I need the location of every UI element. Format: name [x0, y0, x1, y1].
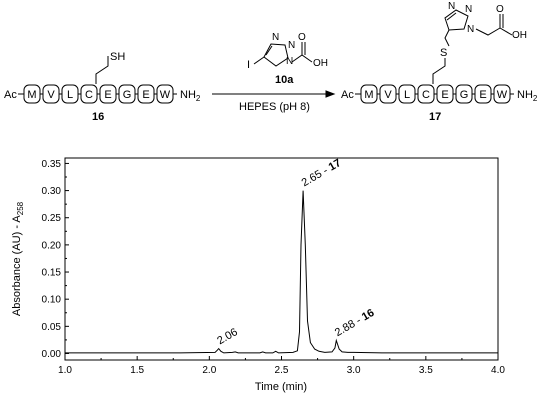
x-tick-label: 3.5 — [419, 365, 433, 376]
reaction-conditions: HEPES (pH 8) — [239, 101, 310, 113]
residue-label: M — [27, 89, 36, 101]
residue-label: E — [479, 89, 486, 101]
residue-label: W — [160, 89, 171, 101]
y-tick-label: 0.00 — [42, 349, 62, 360]
product-hydroxyl: OH — [512, 30, 527, 41]
iodo-label: I — [247, 59, 250, 71]
residue-label: C — [422, 89, 430, 101]
y-tick-label: 0.10 — [42, 295, 62, 306]
residue-label: W — [497, 89, 508, 101]
thiol-label: SH — [110, 51, 125, 63]
amide-label: NH2 — [517, 89, 538, 103]
y-tick-label: 0.35 — [42, 159, 62, 170]
residue-label: G — [123, 89, 132, 101]
plot-frame — [64, 157, 499, 361]
residue-label: E — [104, 89, 111, 101]
y-tick-label: 0.20 — [42, 240, 62, 251]
residue-label: V — [47, 89, 55, 101]
acetyl-label: Ac — [341, 89, 354, 101]
amide-label: NH2 — [180, 89, 201, 103]
peak-labels: 2.06 2.65 - 17 2.88 - 16 — [215, 157, 376, 347]
x-tick-label: 1.5 — [130, 365, 144, 376]
x-tick-label: 1.0 — [58, 365, 72, 376]
triazole-n-2: N — [465, 4, 472, 15]
thioether-label: S — [440, 47, 447, 59]
compound-17-label: 17 — [429, 111, 441, 123]
x-tick-label: 4.0 — [491, 365, 505, 376]
x-axis-label: Time (min) — [255, 381, 307, 393]
y-tick-label: 0.15 — [42, 268, 62, 279]
y-tick-label: 0.30 — [42, 186, 62, 197]
peak-label: 2.88 - 16 — [333, 307, 377, 339]
x-tick-label: 2.0 — [202, 365, 216, 376]
triazole-n-1: N — [448, 1, 455, 12]
residue-label: E — [142, 89, 149, 101]
residue-label: E — [441, 89, 448, 101]
x-axis: 1.0 1.5 2.0 2.5 3.0 3.5 4.0 — [58, 356, 505, 376]
triazole-n-3: N — [467, 24, 474, 35]
triazole-n-3: N — [286, 56, 293, 67]
residue-label: L — [404, 89, 410, 101]
residue-label: M — [364, 89, 373, 101]
y-tick-label: 0.05 — [42, 322, 62, 333]
residue-label: C — [85, 89, 93, 101]
triazole-n-2: N — [288, 40, 295, 51]
residue-label: L — [67, 89, 73, 101]
reagent-hydroxyl: OH — [313, 58, 328, 69]
y-tick-label: 0.25 — [42, 213, 62, 224]
y-axis: 0.00 0.05 0.10 0.15 0.20 0.25 0.30 0.35 — [42, 159, 69, 360]
chromatogram-trace — [65, 190, 498, 354]
acetyl-label: Ac — [4, 89, 17, 101]
product-carbonyl-o: O — [496, 4, 504, 15]
reagent-carbonyl-o: O — [298, 32, 306, 43]
triazole-n-1: N — [272, 32, 279, 43]
triazole-ring — [444, 9, 469, 31]
y-axis-label: Absorbance (AU) - A258 — [11, 201, 25, 316]
residue-label: G — [460, 89, 469, 101]
reagent-label: 10a — [275, 74, 294, 86]
x-tick-label: 3.0 — [347, 365, 361, 376]
peak-label: 2.06 — [215, 326, 240, 347]
reagent-10a-structure: I N N N O OH — [247, 32, 328, 71]
residue-label: V — [384, 89, 392, 101]
triazole-ring — [263, 43, 289, 67]
x-tick-label: 2.5 — [275, 365, 289, 376]
compound-16-label: 16 — [92, 111, 104, 123]
peak-label: 2.65 - 17 — [300, 157, 344, 189]
